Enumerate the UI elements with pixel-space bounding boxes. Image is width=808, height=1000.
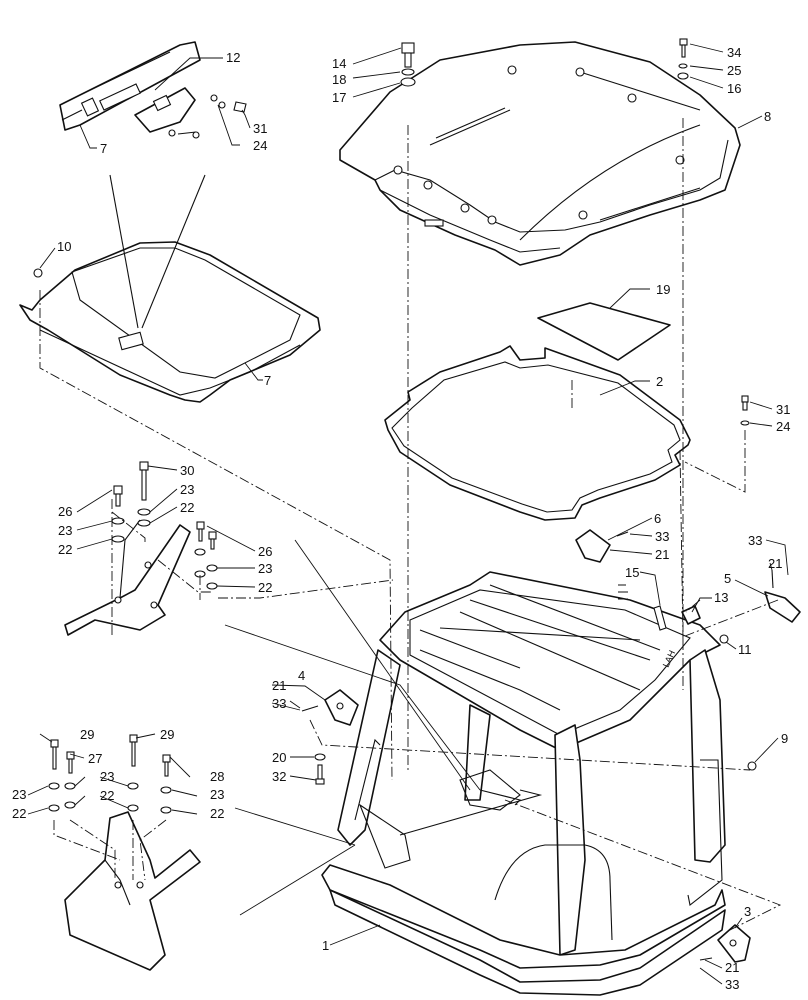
callout-31-right: 31 — [776, 402, 790, 417]
callout-23-c: 23 — [258, 561, 272, 576]
callout-32: 32 — [272, 769, 286, 784]
callout-33-bracket4: 33 — [272, 696, 286, 711]
cab-frame: LAH — [321, 571, 726, 996]
leader-lines — [27, 43, 789, 985]
callout-8: 8 — [764, 109, 771, 124]
callout-11: 11 — [738, 642, 752, 657]
callout-23-e: 23 — [100, 769, 114, 784]
callout-21-bracket5: 21 — [768, 556, 782, 571]
callout-21-bracket3: 21 — [725, 960, 739, 975]
callout-17: 17 — [332, 90, 346, 105]
bracket-5 — [764, 591, 801, 623]
callout-7-top: 7 — [100, 141, 107, 156]
callout-21-bracket6: 21 — [655, 547, 669, 562]
callout-4: 4 — [298, 668, 305, 683]
callout-15: 15 — [625, 565, 639, 580]
callout-16: 16 — [727, 81, 741, 96]
callout-24-inset: 24 — [253, 138, 267, 153]
callout-29-left: 29 — [80, 727, 94, 742]
callout-14: 14 — [332, 56, 346, 71]
callout-1: 1 — [322, 938, 329, 953]
callout-18: 18 — [332, 72, 346, 87]
inner-trim-panel — [19, 241, 321, 403]
callout-27: 27 — [88, 751, 102, 766]
callout-34: 34 — [727, 45, 741, 60]
callout-23-d: 23 — [12, 787, 26, 802]
bracket-left-upper — [64, 519, 191, 636]
plate-13 — [681, 605, 701, 625]
callout-28: 28 — [210, 769, 224, 784]
plug-15 — [618, 584, 667, 631]
callout-33-bracket6: 33 — [655, 529, 669, 544]
callout-21-bracket4: 21 — [272, 678, 286, 693]
callout-31-inset: 31 — [253, 121, 267, 136]
callout-19: 19 — [656, 282, 670, 297]
callout-22-e: 22 — [100, 788, 114, 803]
callout-6: 6 — [654, 511, 661, 526]
bracket-3 — [717, 924, 751, 963]
callout-30: 30 — [180, 463, 194, 478]
roof-panel — [339, 41, 741, 266]
callout-7-panel: 7 — [264, 373, 271, 388]
callout-25: 25 — [727, 63, 741, 78]
callout-22-d: 22 — [12, 806, 26, 821]
callout-22-a: 22 — [180, 500, 194, 515]
callout-2: 2 — [656, 374, 663, 389]
bracket-left-lower — [64, 811, 201, 971]
callout-10: 10 — [57, 239, 71, 254]
callout-24-right: 24 — [776, 419, 790, 434]
callout-33-bracket5: 33 — [748, 533, 762, 548]
bracket-4 — [324, 689, 359, 726]
trim-detail-inset — [59, 41, 247, 329]
callout-3: 3 — [744, 904, 751, 919]
callout-23-a: 23 — [180, 482, 194, 497]
callout-26-left: 26 — [58, 504, 72, 519]
headliner-panel — [384, 345, 691, 521]
callout-22-b: 22 — [58, 542, 72, 557]
callout-labels: 1 2 3 4 5 6 7 7 8 9 10 11 12 13 14 15 16… — [12, 45, 790, 992]
callout-29-right: 29 — [160, 727, 174, 742]
callout-9: 9 — [781, 731, 788, 746]
callout-23-f: 23 — [210, 787, 224, 802]
callout-5: 5 — [724, 571, 731, 586]
callout-33-bracket3: 33 — [725, 977, 739, 992]
callout-26-right: 26 — [258, 544, 272, 559]
callout-12: 12 — [226, 50, 240, 65]
bracket-6 — [575, 529, 611, 563]
callout-23-b: 23 — [58, 523, 72, 538]
callout-13: 13 — [714, 590, 728, 605]
roof-pad — [537, 302, 671, 361]
alignment-lines — [39, 118, 782, 931]
callout-22-c: 22 — [258, 580, 272, 595]
callout-22-f: 22 — [210, 806, 224, 821]
callout-20: 20 — [272, 750, 286, 765]
